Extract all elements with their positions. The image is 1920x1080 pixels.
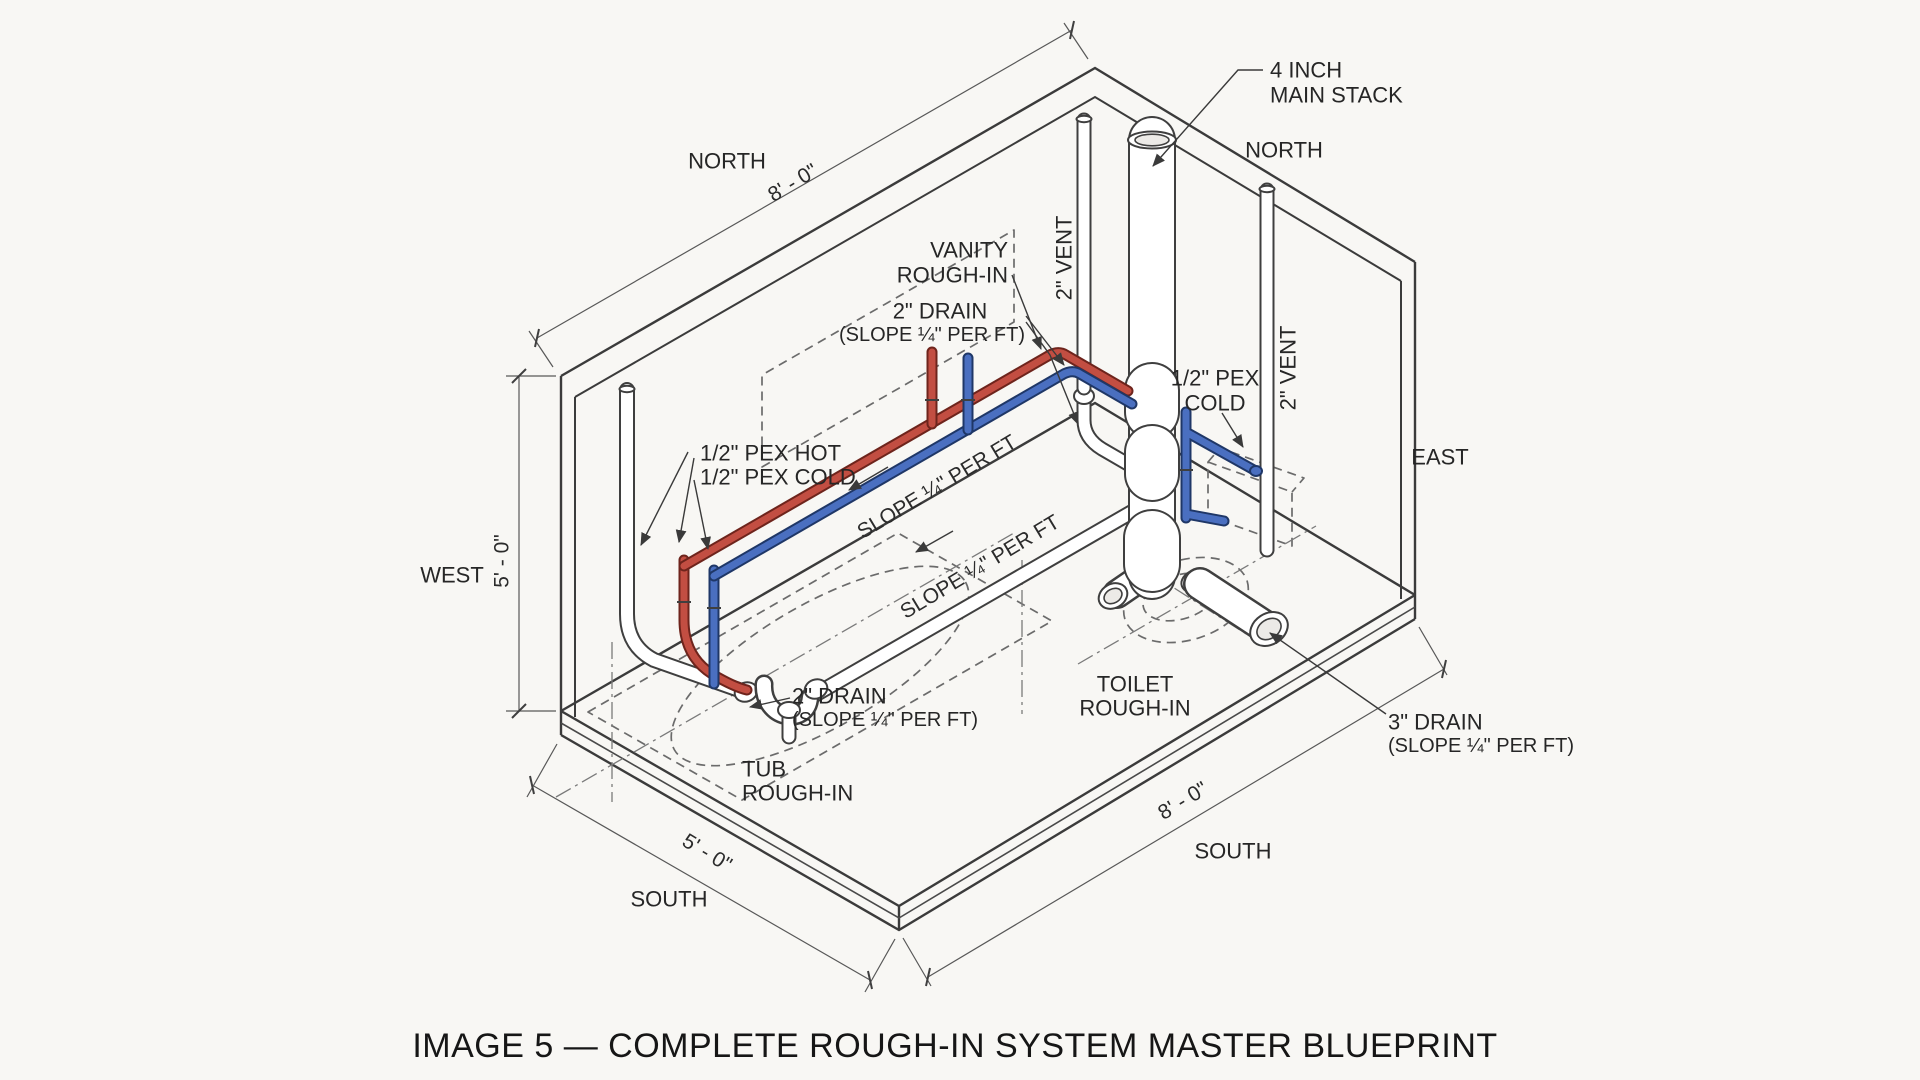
- tub-label-1: TUB: [742, 757, 786, 782]
- leader-main-stack: [1152, 69, 1263, 167]
- leader-tub-drain: [748, 697, 791, 710]
- toilet-label-1: TOILET: [1097, 672, 1174, 697]
- vent-pipe-north-cap: [1075, 114, 1093, 124]
- tub-drain-label-2: (SLOPE ¼" PER FT): [792, 709, 978, 731]
- dim-south-west-ticks: [529, 775, 873, 990]
- vent-north-label: 2" VENT: [1052, 216, 1077, 301]
- compass-south-left: SOUTH: [631, 887, 708, 912]
- leader-pex-hot: [675, 457, 695, 544]
- leader-pex-cold: [693, 479, 711, 551]
- flow-arrow-lower: [915, 530, 954, 553]
- compass-north-left: NORTH: [688, 149, 766, 174]
- vanity-label-2: ROUGH-IN: [897, 263, 1008, 288]
- toilet-centerline-a: [1077, 525, 1317, 665]
- wall-outer-lines: [559, 66, 1417, 713]
- main-drain-label-2: (SLOPE ¼" PER FT): [1388, 735, 1574, 757]
- pex-hot-label: 1/2" PEX HOT: [700, 441, 841, 466]
- tub-vent-cap: [618, 384, 636, 394]
- toilet-label-2: ROUGH-IN: [1079, 696, 1190, 721]
- room-shell: [559, 66, 1417, 932]
- tub-centerline-long: [555, 532, 1015, 798]
- tub-drain-label-1: 2" DRAIN: [792, 684, 887, 709]
- main-drain-label-1: 3" DRAIN: [1388, 710, 1483, 735]
- leader-vanity-drain-2: [1025, 321, 1079, 426]
- pex-coupling-ticks: [677, 399, 1193, 609]
- flow-arrow-upper: [848, 466, 889, 491]
- pex-cold-toilet-supply-fill: [1182, 408, 1258, 525]
- compass-east: EAST: [1411, 445, 1468, 470]
- main-stack-label-1: 4 INCH: [1270, 58, 1342, 83]
- stack-top-bore: [1134, 133, 1170, 147]
- dim-south-east-ticks: [925, 659, 1447, 987]
- tub-basin-outline: [670, 565, 970, 767]
- compass-north-right: NORTH: [1245, 138, 1323, 163]
- vent-pipe-east-cap: [1258, 184, 1276, 194]
- dim-south-east: [902, 626, 1448, 987]
- stack-wye-open-bore: [1103, 587, 1123, 605]
- toilet-supply-label-1: 1/2" PEX: [1171, 366, 1260, 391]
- vanity-drain-label-2: (SLOPE ¼" PER FT): [839, 324, 1025, 346]
- pex-cold-label: 1/2" PEX COLD: [700, 465, 856, 490]
- dim-west-text: 5' - 0": [491, 534, 514, 587]
- compass-south-right: SOUTH: [1195, 839, 1272, 864]
- compass-west: WEST: [420, 563, 484, 588]
- dwv-piping: [618, 112, 1289, 745]
- pex-cold-run-fill: [710, 368, 1136, 580]
- dim-west: [506, 375, 556, 712]
- closet-bend-pipe-fill: [1185, 569, 1279, 641]
- trap-drop-hub: [777, 701, 801, 719]
- leader-toilet-supply: [1221, 412, 1244, 448]
- dimension-lines: [506, 20, 1448, 993]
- vanity-wall-outline: [761, 229, 1015, 468]
- toilet-supply-stop: [1249, 465, 1263, 477]
- trap-outlet-fitting: [803, 678, 829, 700]
- dim-north: [528, 22, 1089, 368]
- toilet-supply-label-2: COLD: [1184, 391, 1245, 416]
- leader-vanity-drain-1: [1025, 315, 1065, 366]
- tub-outline: [587, 532, 1053, 801]
- leader-lines: [640, 69, 1387, 715]
- wall-inner-lines: [574, 95, 1402, 717]
- vanity-drain-pipe-fill: [1078, 392, 1170, 491]
- leader-pex-vent: [640, 451, 689, 546]
- dim-west-ticks: [511, 368, 527, 719]
- tub-vent-pipe-fill: [621, 384, 748, 697]
- vanity-label-1: VANITY: [930, 238, 1008, 263]
- vent-east-label: 2" VENT: [1276, 326, 1301, 411]
- tub-drain-run-fill: [800, 499, 1150, 706]
- floor-slab-mid-line: [560, 606, 1416, 919]
- leader-main-drain: [1269, 632, 1387, 715]
- vanity-drain-label-1: 2" DRAIN: [893, 299, 988, 324]
- figure-title: IMAGE 5 — COMPLETE ROUGH-IN SYSTEM MASTE…: [412, 1027, 1497, 1065]
- main-stack-label-2: MAIN STACK: [1270, 83, 1403, 108]
- dim-north-ticks: [534, 20, 1075, 348]
- tub-label-2: ROUGH-IN: [742, 781, 853, 806]
